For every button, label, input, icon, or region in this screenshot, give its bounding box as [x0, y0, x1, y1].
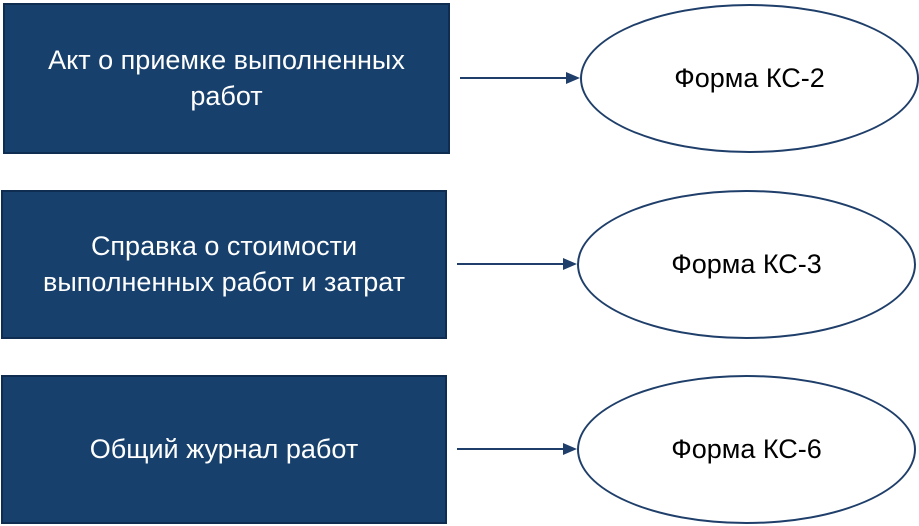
document-label: Акт о приемке выполненных работ: [48, 45, 405, 111]
document-box-journal: Общий журнал работ: [1, 375, 447, 524]
document-label: Справка о стоимости выполненных работ и …: [42, 231, 406, 297]
document-label: Общий журнал работ: [89, 433, 359, 464]
form-label: Форма КС-2: [674, 63, 825, 93]
form-ellipse-ks3: Форма КС-3: [577, 190, 916, 339]
form-ellipse-ks6: Форма КС-6: [577, 375, 916, 524]
form-label: Форма КС-6: [671, 434, 822, 464]
document-box-certificate: Справка о стоимости выполненных работ и …: [1, 190, 447, 339]
form-label: Форма КС-3: [671, 249, 822, 279]
form-ellipse-ks2: Форма КС-2: [580, 4, 919, 153]
document-box-act: Акт о приемке выполненных работ: [3, 3, 450, 154]
arrow-connector: [457, 258, 577, 270]
arrow-connector: [460, 72, 580, 84]
arrow-connector: [457, 443, 577, 455]
